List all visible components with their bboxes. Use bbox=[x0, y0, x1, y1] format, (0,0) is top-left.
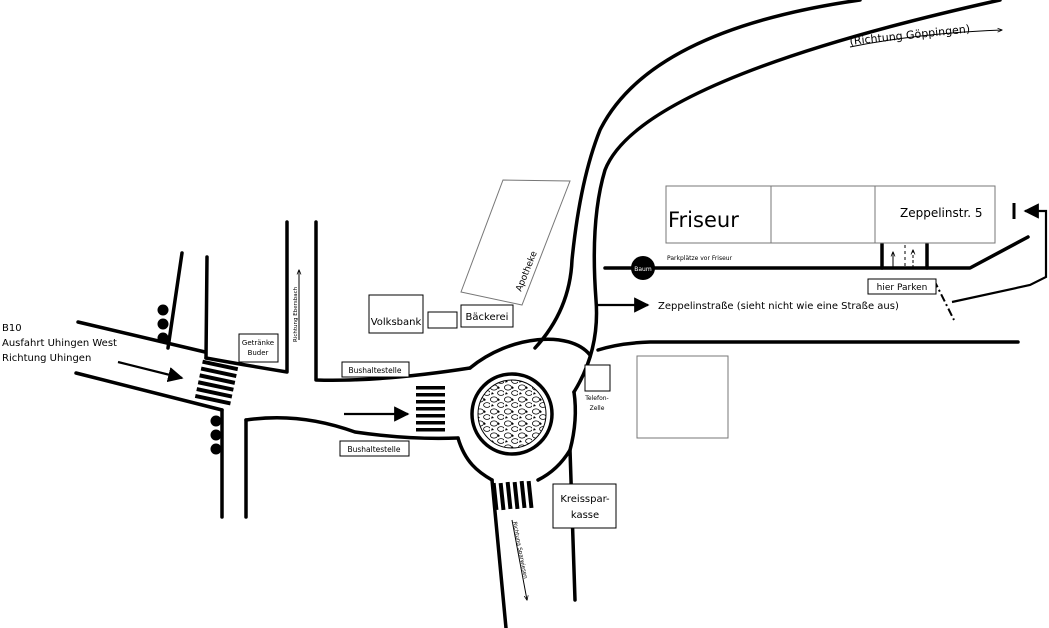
road-vertical-upper-right bbox=[204, 255, 209, 360]
box-kreissparkasse bbox=[552, 483, 617, 529]
label-telefon-line1: Telefon- bbox=[584, 395, 608, 402]
road-vertical-upper-left bbox=[166, 251, 184, 350]
roundabout-left-lower bbox=[456, 436, 494, 482]
label-b10-line3: Richtung Uhingen bbox=[2, 353, 91, 364]
label-b10-line1: B10 bbox=[2, 323, 22, 334]
arrow-b10-entry bbox=[117, 360, 184, 383]
building-phone-plot bbox=[636, 355, 729, 439]
label-richtung-ebersbach: Richtung Ebersbach bbox=[293, 286, 299, 342]
label-volksbank: Volksbank bbox=[371, 317, 422, 328]
road-main-lower-edge bbox=[244, 415, 460, 441]
label-bushaltestelle-bottom: Bushaltestelle bbox=[347, 445, 400, 454]
building-friseur bbox=[665, 185, 996, 244]
box-getraenke bbox=[238, 333, 279, 363]
label-getraenke-line1: Getränke bbox=[242, 339, 274, 347]
label-getraenke-line2: Buder bbox=[248, 349, 269, 357]
box-telefon bbox=[584, 364, 611, 392]
box-small-square bbox=[427, 311, 458, 329]
crosswalk-main-road bbox=[416, 386, 445, 432]
label-telefon-line2: Zelle bbox=[590, 405, 605, 412]
label-richtung-sparwiesen: Richtung Sparwiesen bbox=[511, 521, 528, 580]
building-apotheke bbox=[460, 179, 571, 306]
road-east-lower bbox=[596, 340, 1020, 352]
road-b10-lower-edge bbox=[74, 371, 224, 412]
road-b10-upper-edge bbox=[76, 320, 207, 354]
arrow-east-loop bbox=[951, 203, 1048, 304]
road-goeppingen-inner bbox=[572, 0, 1002, 394]
arrow-sparwiesen bbox=[511, 519, 527, 600]
label-hier-parken: hier Parken bbox=[877, 283, 928, 293]
boundary-dash-dot bbox=[933, 279, 955, 321]
roads bbox=[74, 0, 1030, 628]
box-bushaltestelle-bottom bbox=[339, 440, 410, 457]
crosswalk-south bbox=[491, 480, 534, 511]
road-main-upper-edge-2 bbox=[314, 220, 472, 382]
roundabout-cobblestones bbox=[477, 379, 547, 449]
label-parkplaetze: Parkplätze vor Friseur bbox=[667, 255, 733, 262]
label-zeppelinstr-5: Zeppelinstr. 5 bbox=[900, 206, 983, 220]
box-volksbank bbox=[368, 294, 424, 334]
box-baeckerei bbox=[460, 304, 514, 328]
traffic-light-upper bbox=[157, 304, 169, 344]
label-kreissparkasse-line2: kasse bbox=[571, 510, 599, 521]
roundabout-outer-ring bbox=[468, 337, 592, 370]
arrow-goeppingen bbox=[849, 30, 1002, 48]
roundabout-right bbox=[568, 390, 578, 452]
baum-icon bbox=[631, 256, 655, 280]
road-zeppelin-upper bbox=[603, 235, 1030, 270]
label-kreissparkasse-line1: Kreisspar- bbox=[560, 494, 610, 505]
label-bushaltestelle-top: Bushaltestelle bbox=[348, 366, 401, 375]
crosswalk-b10 bbox=[194, 359, 239, 406]
traffic-light-lower bbox=[210, 415, 222, 455]
label-zeppelinstrasse-note: Zeppelinstraße (sieht nicht wie eine Str… bbox=[658, 301, 899, 312]
road-main-upper-edge bbox=[204, 220, 289, 374]
label-baeckerei: Bäckerei bbox=[466, 312, 509, 323]
label-richtung-goeppingen: (Richtung Göppingen) bbox=[849, 22, 971, 48]
label-friseur: Friseur bbox=[668, 208, 739, 232]
label-b10-line2: Ausfahrt Uhingen West bbox=[2, 338, 117, 349]
box-hier-parken bbox=[867, 278, 937, 295]
box-bushaltestelle-top bbox=[341, 361, 410, 378]
road-goeppingen-outer bbox=[533, 0, 862, 350]
label-baum: Baum bbox=[634, 266, 652, 273]
